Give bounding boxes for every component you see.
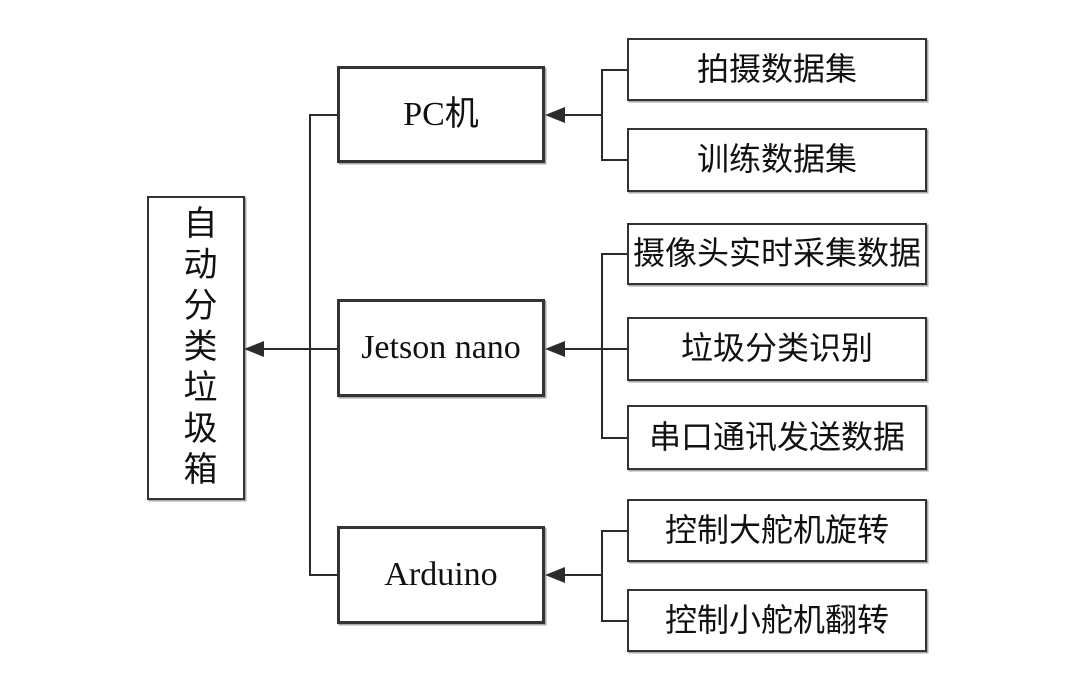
arrowhead-into-jetson-icon: [545, 341, 565, 357]
connector-trunk-to-root: [263, 348, 337, 350]
node-camera-realtime-capture: 摄像头实时采集数据: [627, 223, 927, 285]
node-serial-send-data: 串口通讯发送数据: [627, 405, 927, 470]
node-garbage-classification: 垃圾分类识别: [627, 317, 927, 381]
connector-arduino-group-trunk: [601, 530, 603, 622]
connector-trunk-to-arduino: [309, 574, 337, 576]
node-arduino-label: Arduino: [384, 556, 498, 594]
node-train-dataset-label: 训练数据集: [696, 141, 857, 178]
node-camera-realtime-capture-label: 摄像头实时采集数据: [632, 235, 921, 272]
connector-group-to-pc: [564, 114, 603, 116]
connector-group-to-arduino: [564, 574, 603, 576]
node-control-small-servo: 控制小舵机翻转: [627, 589, 927, 652]
node-root-label: 自动分类垃圾箱: [178, 204, 215, 492]
node-capture-dataset: 拍摄数据集: [627, 38, 927, 101]
node-serial-send-data-label: 串口通讯发送数据: [648, 418, 905, 455]
node-garbage-classification-label: 垃圾分类识别: [680, 330, 873, 367]
arrowhead-into-root-icon: [244, 341, 264, 357]
connector-jetson-group-trunk: [601, 253, 603, 439]
connector-jetson-to-serial: [601, 437, 627, 439]
node-control-big-servo-label: 控制大舵机旋转: [664, 511, 889, 548]
node-root-auto-sorting-bin: 自动分类垃圾箱: [147, 196, 245, 500]
connector-pc-to-capture-dataset: [601, 69, 627, 71]
node-control-big-servo: 控制大舵机旋转: [627, 499, 927, 562]
node-pc-label: PC机: [403, 95, 479, 133]
connector-arduino-to-big-servo: [601, 530, 627, 532]
node-arduino: Arduino: [337, 526, 545, 624]
connector-arduino-to-small-servo: [601, 620, 627, 622]
connector-jetson-to-camera: [601, 253, 627, 255]
node-control-small-servo-label: 控制小舵机翻转: [664, 601, 889, 638]
connector-group-to-jetson: [564, 348, 627, 350]
node-jetson-nano-label: Jetson nano: [361, 329, 521, 367]
node-jetson-nano: Jetson nano: [337, 299, 545, 397]
connector-left-trunk: [309, 114, 311, 576]
arrowhead-into-pc-icon: [545, 107, 565, 123]
arrowhead-into-arduino-icon: [545, 567, 565, 583]
node-train-dataset: 训练数据集: [627, 128, 927, 192]
node-capture-dataset-label: 拍摄数据集: [696, 50, 857, 87]
node-pc: PC机: [337, 66, 545, 163]
connector-pc-to-train-dataset: [601, 159, 627, 161]
connector-trunk-to-pc: [309, 114, 337, 116]
